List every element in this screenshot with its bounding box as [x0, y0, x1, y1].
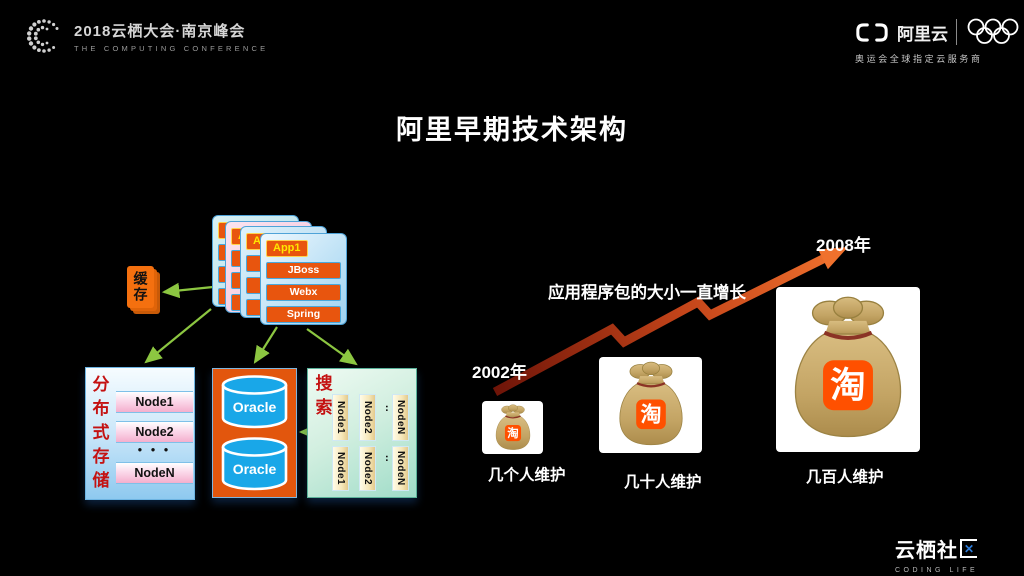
- brand-tagline: 奥运会全球指定云服务商: [855, 54, 983, 64]
- divider: [956, 19, 957, 45]
- growth-diagram: 应用程序包的大小一直增长 2002年 2008年 淘: [450, 225, 1024, 510]
- community-tagline: CODING LIFE: [895, 567, 979, 574]
- distributed-storage-box: 分 布 式 存 储 Node1 Node2 ● ● ● NodeN: [85, 367, 195, 500]
- storage-noden: NodeN: [116, 462, 193, 484]
- conference-subtitle: THE COMPUTING CONFERENCE: [74, 43, 269, 53]
- caption-dozens-people: 几十人维护: [624, 474, 702, 491]
- app-name-chip: App1: [266, 240, 308, 257]
- caption-hundreds-people: 几百人维护: [806, 469, 884, 486]
- taobao-bag-medium: 淘: [599, 357, 702, 453]
- ellipsis-dots: ··: [380, 405, 392, 413]
- taobao-logo: 淘: [830, 365, 865, 405]
- ellipsis-dots: ● ● ●: [137, 445, 172, 454]
- search-node1: Node1: [332, 394, 349, 441]
- money-bag-icon: 淘: [618, 361, 683, 446]
- ellipsis-dots: ··: [380, 455, 392, 463]
- search-node2: Node2: [359, 446, 376, 491]
- olympic-rings-icon: [967, 18, 1019, 44]
- search-noden: NodeN: [392, 446, 409, 491]
- search-box: 搜 索 Node1 Node2 ·· NodeN Node1 Node2 ·· …: [307, 368, 417, 498]
- conference-logo: 2018云栖大会·南京峰会 THE COMPUTING CONFERENCE: [24, 16, 268, 56]
- connector-arrows: [144, 282, 358, 440]
- money-bag-icon: 淘: [495, 403, 530, 450]
- page-title: 阿里早期技术架构: [396, 115, 628, 145]
- caption-few-people: 几个人维护: [488, 467, 566, 484]
- taobao-bag-large: 淘: [776, 287, 920, 452]
- oracle-cylinder-icon: Oracle: [221, 375, 288, 429]
- year-2002: 2002年: [472, 363, 527, 382]
- cache-label: 缓存: [127, 266, 154, 308]
- conference-title: 2018云栖大会·南京峰会: [74, 22, 246, 40]
- brand-name: 阿里云: [897, 24, 948, 44]
- layer-spring: Spring: [266, 306, 341, 323]
- storage-node2: Node2: [116, 421, 193, 443]
- taobao-logo: 淘: [640, 401, 661, 426]
- search-title: 搜 索: [315, 374, 333, 417]
- oracle-label: Oracle: [233, 461, 277, 477]
- oracle-db-box: Oracle Oracle: [212, 368, 297, 498]
- taobao-bag-small: 淘: [482, 401, 543, 454]
- storage-title: 分 布 式 存 储: [92, 375, 110, 490]
- growth-annotation: 应用程序包的大小一直增长: [548, 284, 746, 302]
- growth-trend-arrow: [492, 247, 848, 396]
- oracle-label: Oracle: [233, 399, 277, 415]
- layer-webx: Webx: [266, 284, 341, 301]
- taobao-logo: 淘: [507, 425, 518, 439]
- alibaba-cloud-logo: 阿里云 奥运会全球指定云服务商: [855, 18, 1021, 65]
- oracle-cylinder-icon: Oracle: [221, 437, 288, 491]
- search-node1: Node1: [332, 446, 349, 491]
- storage-node1: Node1: [116, 391, 193, 413]
- architecture-diagram: App1 App1 App1 App1 JBoss Webx Spring iB…: [80, 205, 425, 505]
- year-2008: 2008年: [816, 236, 871, 255]
- money-bag-icon: 淘: [794, 296, 902, 438]
- alibaba-cloud-brackets-icon: [856, 22, 888, 42]
- dotted-sphere-icon: [27, 19, 59, 53]
- layer-jboss: JBoss: [266, 262, 341, 279]
- yunqi-community-logo: 云栖社 ✕ CODING LIFE: [895, 534, 978, 574]
- community-name: 云栖社: [895, 540, 958, 562]
- app-card-front: App1 JBoss Webx Spring iBATIS: [260, 233, 347, 325]
- community-qu-icon: ✕: [960, 539, 977, 558]
- search-noden: NodeN: [392, 394, 409, 441]
- search-node2: Node2: [359, 394, 376, 441]
